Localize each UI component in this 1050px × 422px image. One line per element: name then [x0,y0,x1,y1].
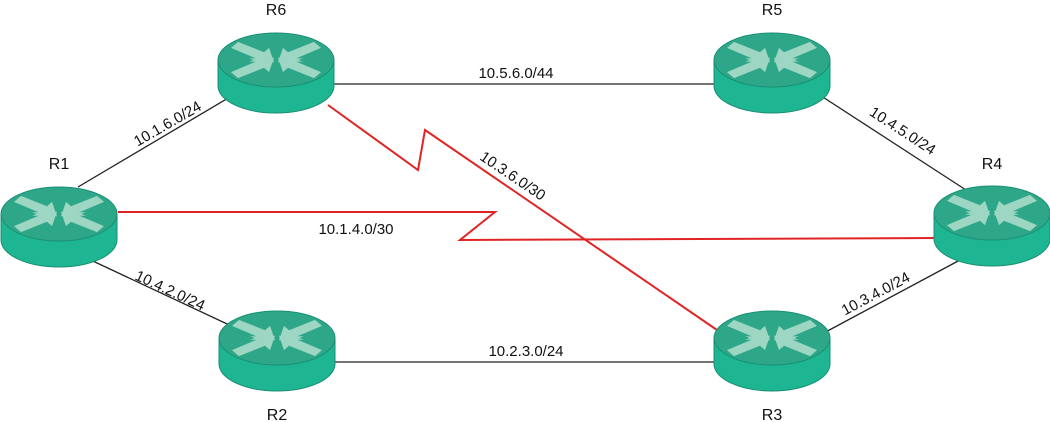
link-r4-r3 [819,259,961,336]
links-layer [77,77,967,363]
link-r1-r4 [118,211,936,242]
link-r6-r3 [327,104,718,331]
router-label-r4: R4 [982,156,1003,173]
link-r5-r4 [811,89,967,191]
router-r4[interactable] [933,185,1050,267]
link-label-r6-r5: 10.5.6.0/44 [478,65,553,82]
link-r1-r2 [79,254,241,331]
link-label-r1-r6: 10.1.6.0/24 [131,98,205,150]
link-label-r1-r2: 10.4.2.0/24 [132,267,207,314]
router-label-r1: R1 [49,156,70,173]
router-r1[interactable] [0,186,118,268]
router-label-r2: R2 [267,407,288,422]
router-label-r3: R3 [762,407,783,422]
router-r2[interactable] [218,310,336,392]
router-label-r5: R5 [762,2,783,19]
router-r5[interactable] [713,32,831,114]
router-label-r6: R6 [266,2,287,19]
link-label-r5-r4: 10.4.5.0/24 [866,104,938,159]
router-r6[interactable] [217,32,335,114]
link-label-r4-r3: 10.3.4.0/24 [839,269,913,319]
link-label-r1-r4: 10.1.4.0/30 [318,221,393,238]
router-r3[interactable] [713,310,831,392]
link-label-r6-r3: 10.3.6.0/30 [477,148,549,204]
link-label-r2-r3: 10.2.3.0/24 [488,343,563,360]
